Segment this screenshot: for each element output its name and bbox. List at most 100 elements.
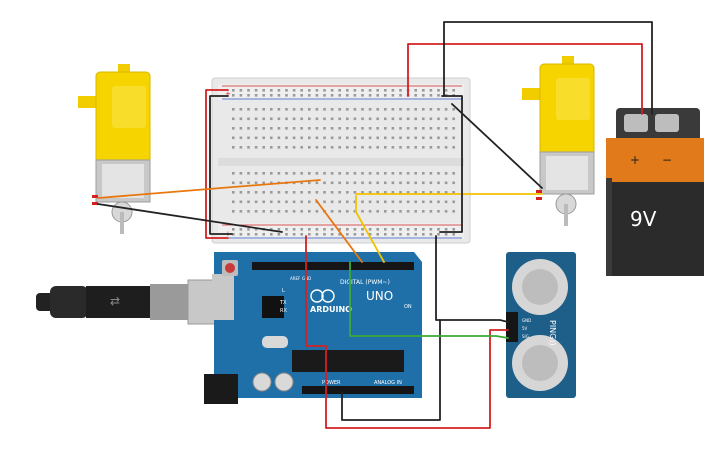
breadboard-hole: [300, 191, 303, 194]
breadboard-hole: [292, 146, 296, 149]
breadboard-hole: [376, 136, 379, 140]
breadboard-hole: [414, 233, 417, 236]
wire-arduino-gnd: [435, 235, 509, 323]
breadboard-hole: [361, 172, 364, 175]
breadboard-hole: [437, 117, 440, 121]
breadboard[interactable]: + +: [211, 77, 471, 244]
breadboard-hole: [323, 94, 326, 97]
breadboard-hole: [444, 181, 448, 185]
breadboard-hole: [262, 200, 265, 204]
breadboard-hole: [277, 172, 281, 175]
breadboard-hole: [384, 136, 387, 140]
breadboard-hole: [254, 200, 258, 204]
breadboard-hole: [422, 233, 425, 236]
breadboard-hole: [406, 117, 410, 121]
breadboard-hole: [323, 233, 326, 236]
breadboard-hole: [315, 89, 319, 92]
breadboard-hole: [292, 136, 296, 140]
breadboard-hole: [429, 117, 433, 121]
breadboard-hole: [384, 181, 387, 185]
breadboard-hole: [323, 228, 326, 231]
breadboard-hole: [300, 181, 303, 185]
breadboard-hole: [384, 172, 387, 175]
breadboard-hole: [391, 94, 395, 97]
breadboard-hole: [437, 94, 440, 97]
breadboard-hole: [384, 117, 387, 121]
breadboard-hole: [270, 200, 273, 204]
breadboard-hole: [346, 210, 349, 213]
breadboard-hole: [232, 89, 235, 92]
wire-battery-positive: [407, 43, 643, 115]
breadboard-hole: [346, 146, 349, 149]
breadboard-hole: [429, 200, 433, 204]
breadboard-hole: [346, 191, 349, 194]
breadboard-hole: [308, 127, 311, 130]
breadboard-hole: [353, 127, 357, 130]
breadboard-hole: [292, 191, 296, 194]
breadboard-hole: [361, 146, 364, 149]
dc-motor-left[interactable]: [78, 64, 151, 234]
breadboard-hole: [422, 108, 425, 111]
breadboard-hole: [452, 191, 455, 194]
breadboard-hole: [292, 210, 296, 213]
breadboard-hole: [285, 89, 288, 92]
breadboard-hole: [391, 210, 395, 213]
breadboard-hole: [254, 210, 258, 213]
breadboard-hole: [452, 181, 455, 185]
breadboard-hole: [270, 117, 273, 121]
breadboard-hole: [300, 108, 303, 111]
breadboard-hole: [315, 210, 319, 213]
breadboard-hole: [368, 210, 372, 213]
breadboard-hole: [277, 200, 281, 204]
breadboard-hole: [361, 94, 364, 97]
breadboard-hole: [262, 191, 265, 194]
breadboard-hole: [338, 94, 341, 97]
ping-sensor[interactable]: PING)) GND 5V SIG: [506, 252, 576, 398]
svg-text:+: +: [225, 90, 231, 98]
breadboard-hole: [270, 191, 273, 194]
wire-arduino-yellow: [355, 195, 385, 263]
battery-minus-label: −: [662, 153, 672, 167]
breadboard-hole: [232, 181, 235, 185]
breadboard-hole: [330, 94, 334, 97]
breadboard-hole: [452, 89, 455, 92]
breadboard-hole: [376, 228, 379, 231]
breadboard-hole: [391, 172, 395, 175]
breadboard-hole: [368, 191, 372, 194]
breadboard-hole: [391, 127, 395, 130]
breadboard-hole: [232, 233, 235, 236]
breadboard-hole: [422, 181, 425, 185]
breadboard-hole: [300, 200, 303, 204]
wire-left-motor-orange: [97, 179, 321, 199]
breadboard-hole: [277, 127, 281, 130]
battery-9v[interactable]: + − 9V: [606, 108, 704, 276]
breadboard-hole: [270, 172, 273, 175]
breadboard-hole: [285, 210, 288, 213]
breadboard-hole: [384, 210, 387, 213]
breadboard-hole: [277, 228, 281, 231]
dc-motor-right[interactable]: [522, 56, 595, 226]
breadboard-hole: [368, 146, 372, 149]
breadboard-hole: [437, 200, 440, 204]
breadboard-hole: [361, 136, 364, 140]
breadboard-hole: [437, 228, 440, 231]
breadboard-hole: [270, 108, 273, 111]
breadboard-hole: [232, 136, 235, 140]
breadboard-hole: [330, 89, 334, 92]
breadboard-hole: [315, 117, 319, 121]
breadboard-hole: [330, 127, 334, 130]
breadboard-hole: [270, 233, 273, 236]
breadboard-hole: [330, 200, 334, 204]
breadboard-hole: [254, 89, 258, 92]
breadboard-hole: [429, 136, 433, 140]
breadboard-hole: [315, 191, 319, 194]
breadboard-hole: [239, 200, 243, 204]
arduino-uno[interactable]: ARDUINO UNO DIGITAL (PWM~) POWER ANALOG …: [204, 252, 422, 404]
breadboard-hole: [346, 172, 349, 175]
breadboard-hole: [323, 146, 326, 149]
breadboard-hole: [452, 127, 455, 130]
breadboard-hole: [346, 233, 349, 236]
breadboard-hole: [444, 89, 448, 92]
breadboard-hole: [437, 191, 440, 194]
wire-arduino-gnd-2: [341, 319, 441, 421]
